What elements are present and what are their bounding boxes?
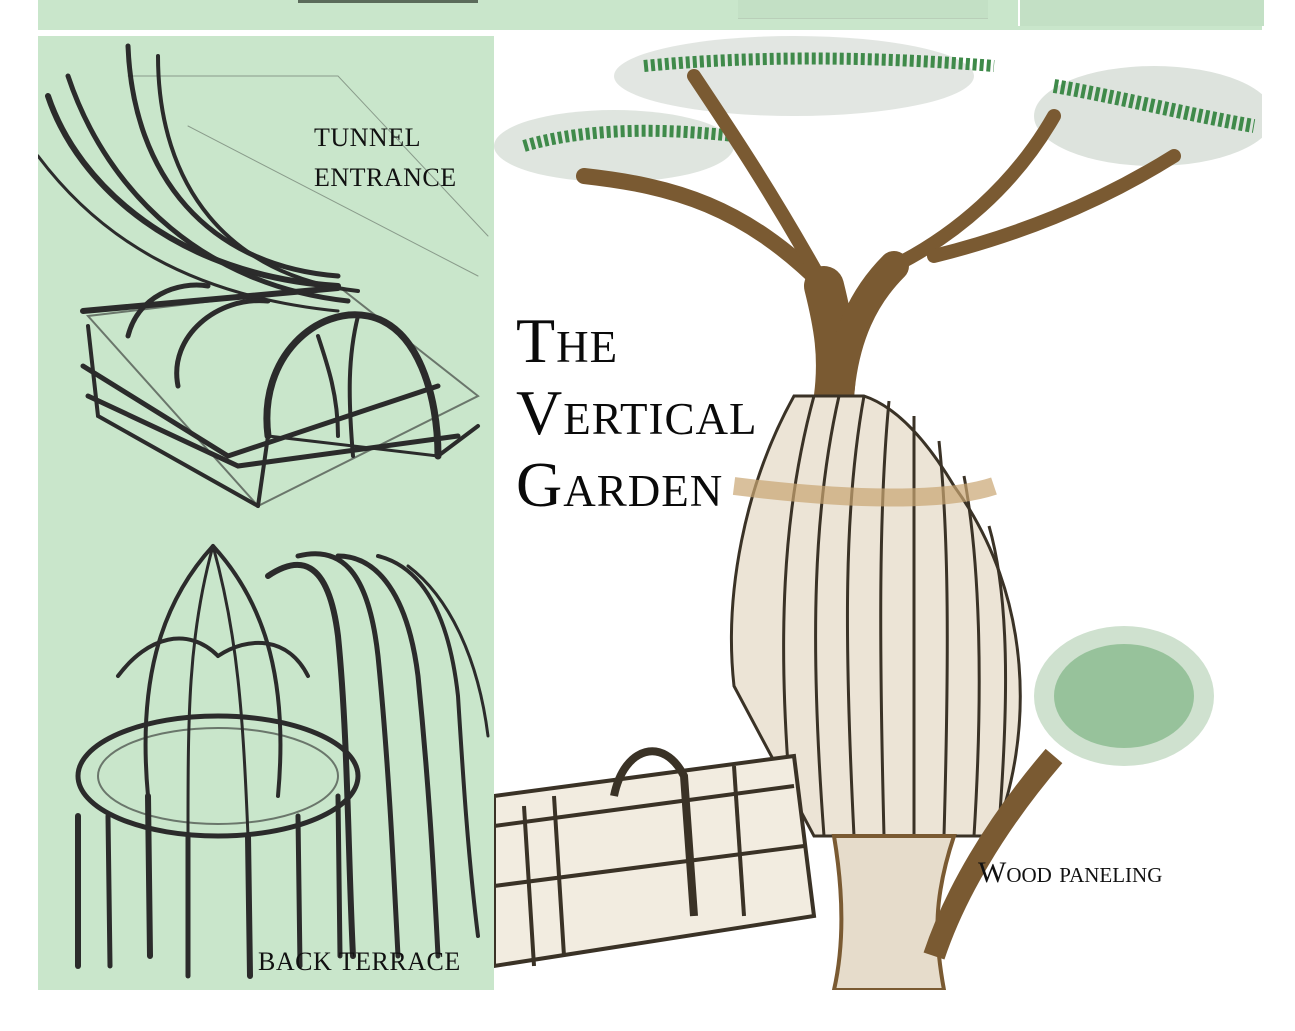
top-sketch-tile — [738, 0, 988, 19]
title-line-3: Garden — [516, 449, 724, 520]
side-bush-inner — [1054, 644, 1194, 748]
terrace-sketch — [75, 544, 490, 979]
top-sketch-fragment — [298, 0, 478, 3]
top-sketch-strip — [38, 0, 1264, 30]
tunnel-bridge — [494, 747, 817, 969]
tunnel-entrance-label: TUNNEL ENTRANCE — [314, 123, 457, 192]
back-terrace-label: BACK TERRACE — [258, 947, 461, 976]
wood-paneling-label: Wood paneling — [978, 856, 1163, 889]
title-line-2: Vertical — [516, 377, 758, 448]
top-sketch-tile — [1018, 0, 1264, 26]
tunnel-and-terrace-sketches — [38, 43, 490, 979]
page-title: The Vertical Garden — [516, 305, 758, 521]
title-line-1: The — [516, 305, 619, 376]
wood-paneled-pod — [730, 394, 1022, 838]
right-illustration-panel — [494, 36, 1262, 990]
tunnel-sketch — [38, 43, 489, 508]
tree-canopy — [494, 36, 1262, 182]
vertical-garden-illustration — [494, 36, 1262, 990]
left-sketch-panel — [38, 36, 494, 990]
lower-trunk — [831, 834, 957, 990]
side-branch — [923, 748, 1063, 960]
tree-trunk — [576, 69, 1181, 416]
